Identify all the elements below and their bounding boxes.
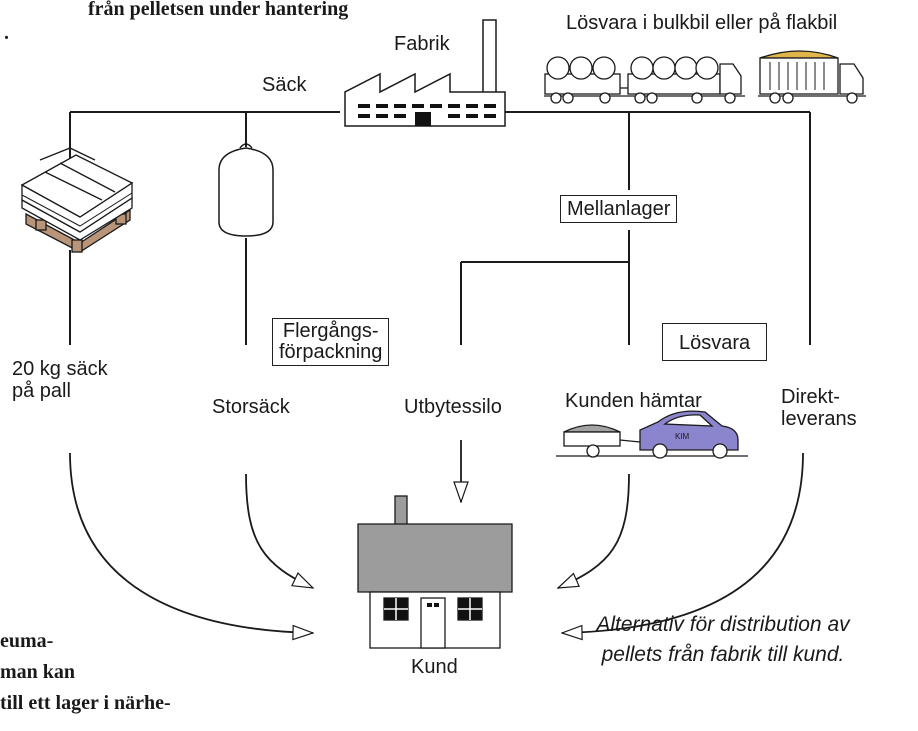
caption-line2: pellets från fabrik till kund.	[601, 643, 845, 666]
body-text-line1: eumа-	[0, 630, 54, 652]
route-direct-line1: Direkt-	[781, 386, 840, 408]
loose-goods-label: Lösvara	[662, 323, 768, 361]
route-bigbag-label: Storsäck	[212, 396, 290, 418]
route-pickup-label: Kunden hämtar	[565, 390, 702, 412]
caption-line1: Alternativ för distribution av	[596, 613, 850, 636]
distribution-lines	[69, 111, 811, 345]
reusable-packaging-line1: Flergångs-	[282, 320, 379, 342]
customer-label: Kund	[411, 656, 458, 678]
header-text-fragment: från pelletsen under hantering	[88, 0, 349, 20]
route-pallet-label: 20 kg säck på pall	[12, 358, 108, 402]
route-silo-label: Utbytessilo	[404, 396, 502, 418]
route-direct-label: Direkt- leverans	[781, 386, 857, 430]
intermediate-storage-label: Mellanlager	[560, 195, 678, 223]
pallet-sacks-icon	[20, 147, 134, 253]
car-logo-text: KIM	[675, 432, 690, 441]
reusable-packaging-line2: förpackning	[279, 341, 383, 363]
flatbed-truck-icon	[758, 50, 866, 104]
customer-house-icon	[357, 495, 513, 649]
figure-caption: Alternativ för distribution av pellets f…	[548, 610, 898, 670]
factory-label: Fabrik	[394, 33, 450, 55]
route-pallet-line1: 20 kg säck	[12, 358, 108, 380]
route-pallet-line2: på pall	[12, 380, 71, 402]
big-bag-icon	[218, 143, 274, 237]
bulk-transport-label: Lösvara i bulkbil eller på flakbil	[566, 12, 838, 34]
tank-truck-icon	[544, 56, 745, 104]
body-text-line2: man kan	[0, 661, 76, 683]
factory-icon	[344, 19, 506, 127]
body-text-line3: till ett lager i närhe-	[0, 692, 171, 714]
car-trailer-icon	[556, 410, 748, 459]
delivery-arrows	[69, 440, 804, 633]
route-direct-line2: leverans	[781, 408, 857, 430]
header-mark: .	[4, 22, 9, 44]
sack-label: Säck	[262, 74, 307, 96]
reusable-packaging-label: Flergångs- förpackning	[272, 318, 390, 366]
